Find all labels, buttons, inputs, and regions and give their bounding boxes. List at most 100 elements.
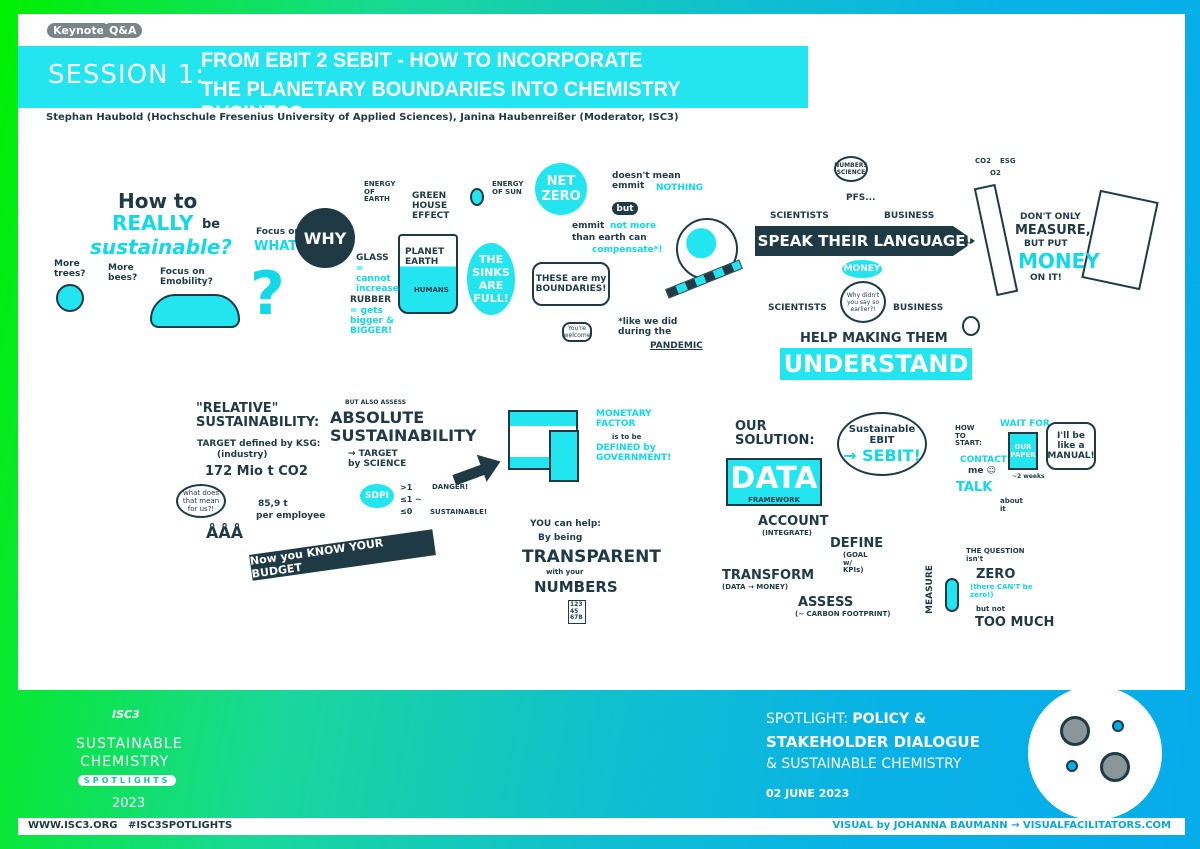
by-being: By being — [538, 533, 583, 543]
energy-of-earth: ENERGY OF EARTH — [364, 180, 396, 204]
spotlight-prefix: SPOTLIGHT: — [766, 711, 848, 727]
sustainable: sustainable? — [90, 235, 233, 259]
money-bubble: MONEY — [842, 260, 882, 278]
absolute-sustainability: ABSOLUTE SUSTAINABILITY — [330, 408, 477, 445]
scientists-label-1: SCIENTISTS — [770, 211, 829, 221]
more-trees: More trees? — [54, 259, 86, 279]
target-ksg: TARGET defined by KSG: — [197, 439, 321, 449]
account-sub: (INTEGRATE) — [762, 529, 812, 537]
bucket-icon — [398, 234, 458, 314]
sustainable-check: SUSTAINABLE! — [430, 508, 488, 516]
visual-credit[interactable]: VISUAL by JOHANNA BAUMANN → VISUALFACILI… — [832, 820, 1171, 831]
sebit-bubble: Sustainable EBIT → SEBIT! — [837, 412, 927, 476]
car-icon — [150, 294, 240, 328]
greenhouse-effect: GREEN HOUSE EFFECT — [412, 191, 450, 221]
per-employee-label: per employee — [256, 511, 326, 521]
co2-bubble: CO2 — [975, 157, 991, 165]
our-paper-book: OUR PAPER — [1008, 432, 1038, 470]
question-mark-icon: ? — [250, 259, 285, 329]
not-more: not more — [610, 221, 657, 231]
pandemic-note: *like we did during the — [618, 317, 678, 337]
sdpi-gt1: >1 — [400, 483, 413, 492]
ksg-amount: 172 Mio t CO2 — [205, 464, 308, 479]
scientists-label-2: SCIENTISTS — [768, 303, 827, 313]
numbers-science-bubble: NUMBERS SCIENCE — [834, 156, 868, 182]
per-employee-amount: 85,9 t — [258, 499, 288, 509]
define-sub: (GOAL w/ KPIs) — [843, 551, 868, 575]
business-label-1: BUSINESS — [884, 211, 935, 221]
about-it: about it — [1000, 497, 1023, 513]
be: be — [202, 217, 221, 232]
planet-earth: PLANET EARTH — [405, 247, 445, 267]
really: REALLY — [112, 211, 194, 235]
pandemic: PANDEMIC — [650, 341, 703, 351]
rubber-note: = gets bigger & BIGGER! — [350, 306, 394, 336]
business-label-2: BUSINESS — [893, 303, 944, 313]
policy: POLICY & — [852, 711, 927, 727]
cant-be-zero: (there CAN'T be zero!) — [970, 583, 1033, 599]
energy-of-sun: ENERGY OF SUN — [492, 180, 524, 196]
contact-me: me ☺ — [968, 466, 996, 476]
our-solution: OUR SOLUTION: — [735, 419, 815, 449]
money-bill-icon — [549, 430, 579, 482]
numbers: NUMBERS — [534, 578, 618, 596]
manual-speech-bubble: I'll be like a MANUAL! — [1046, 422, 1096, 470]
why-didnt-you-bubble: Why didn't you say so earlier?! — [840, 281, 886, 323]
speak-their-language-arrow: SPEAK THEIR LANGUAGE! — [755, 226, 975, 256]
too-much: TOO MUCH — [975, 615, 1055, 630]
why-circle: WHY — [295, 208, 355, 268]
measure-word: MEASURE, — [1015, 223, 1091, 238]
poster-canvas — [18, 14, 1185, 690]
tag-qa: Q&A — [103, 23, 143, 38]
esg-bubble: ESG — [1000, 157, 1016, 165]
stakeholder-network-icon — [1028, 686, 1162, 820]
session-label: SESSION 1: — [48, 60, 206, 90]
footer-year: 2023 — [112, 796, 146, 811]
sdpi-le1: ≤1 ~ — [400, 495, 422, 504]
defined-by-government: DEFINED by GOVERNMENT! — [596, 443, 672, 463]
sebit: → SEBIT! — [843, 445, 921, 465]
measure-vertical: MEASURE — [925, 565, 935, 614]
focus-on: Focus on — [256, 227, 301, 237]
hashtag: #ISC3SPOTLIGHTS — [128, 820, 233, 831]
footer-strip: WWW.ISC3.ORG #ISC3SPOTLIGHTS VISUAL by J… — [18, 818, 1185, 835]
with-your: with your — [546, 568, 584, 576]
people-icon: ÅÅÅ — [206, 523, 244, 542]
spotlight-label: SPOTLIGHT: POLICY & — [766, 711, 926, 727]
doesnt-mean: doesn't mean emmit — [612, 171, 681, 191]
sun-icon — [470, 188, 484, 206]
net-zero-circle: NET ZERO — [535, 163, 587, 215]
glass: GLASS — [356, 253, 389, 263]
monetary-factor: MONETARY FACTOR — [596, 409, 652, 429]
wait-for: WAIT FOR — [1000, 419, 1050, 429]
more-bees: More bees? — [108, 263, 138, 283]
target-science: → TARGET by SCIENCE — [348, 449, 407, 469]
footer-chemistry: CHEMISTRY — [80, 754, 170, 770]
sdpi-le0: ≤0 — [400, 507, 413, 516]
the-question-isnt: THE QUESTION isn't — [966, 547, 1025, 563]
stakeholder-dialogue: STAKEHOLDER DIALOGUE — [766, 733, 980, 751]
but-put: BUT PUT — [1024, 239, 1068, 249]
rubber: RUBBER — [350, 295, 392, 305]
sinks-full-bubble: THE SINKS ARE FULL! — [467, 243, 515, 315]
money-word: MONEY — [1018, 249, 1100, 273]
but-not: but not — [976, 605, 1005, 613]
title-line-1: FROM EBIT 2 SEBIT - HOW TO INCORPORATE — [201, 49, 643, 72]
define: DEFINE — [830, 536, 884, 551]
data-framework-box: DATA FRAMEWORK — [726, 458, 822, 506]
footprint-icon — [945, 578, 959, 612]
sustainable-chemistry: & SUSTAINABLE CHEMISTRY — [766, 756, 962, 772]
assess: ASSESS — [798, 595, 854, 610]
tag-keynote: Keynote — [47, 23, 111, 38]
title-line-2: THE PLANETARY BOUNDARIES INTO CHEMISTRY … — [201, 78, 681, 125]
talk: TALK — [956, 480, 993, 495]
on-it: ON IT! — [1030, 273, 1062, 283]
emmit: emmit — [572, 221, 605, 231]
what-does-that-mean-bubble: what does that mean for us?! — [176, 484, 226, 518]
how-to-start: HOW TO START: — [955, 424, 982, 448]
sdpi-badge: SDPI — [360, 484, 394, 508]
website-link[interactable]: WWW.ISC3.ORG — [28, 820, 118, 831]
account: ACCOUNT — [758, 514, 829, 529]
footer-sustainable: SUSTAINABLE — [76, 736, 183, 752]
is-to-be: is to be — [612, 433, 642, 441]
